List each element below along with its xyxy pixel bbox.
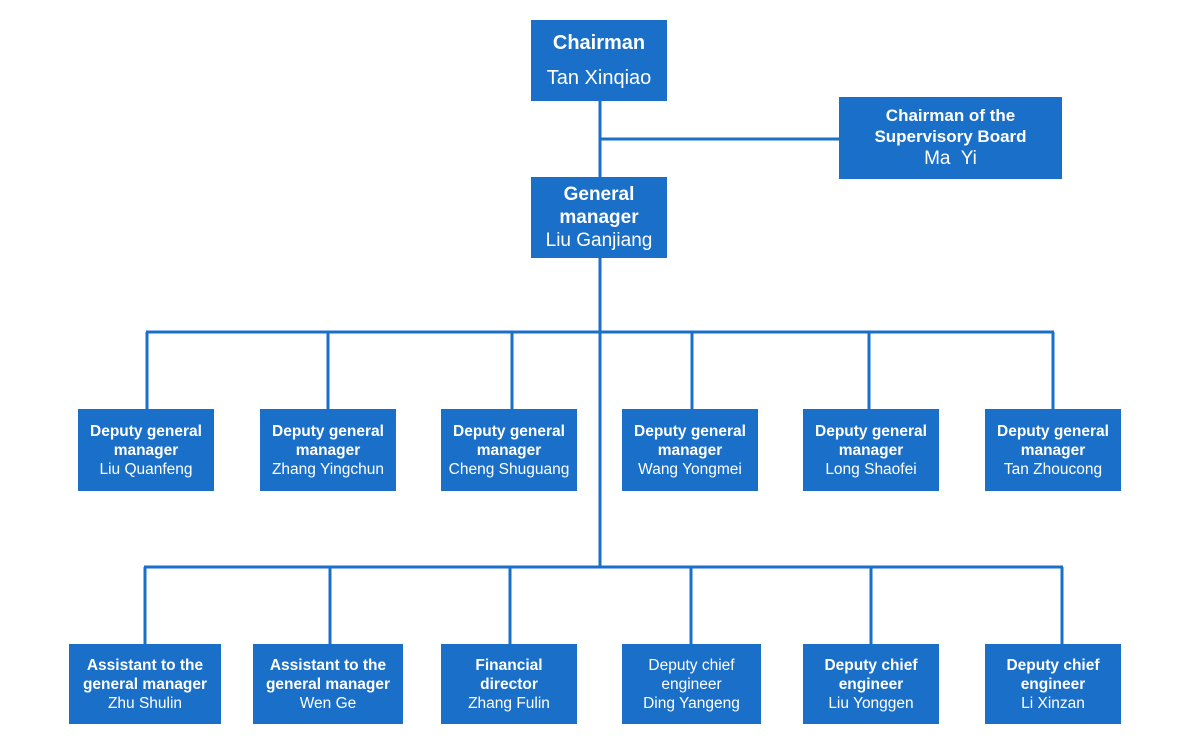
deputy-chief-engineer-name: Liu Yonggen [828,694,914,712]
deputy-name: Long Shaofei [825,460,917,478]
deputy-role: Deputy general manager [997,422,1109,459]
assistant-box: Assistant to the general manager Wen Ge [253,644,403,724]
chairman-box: Chairman Tan Xinqiao [531,20,667,101]
deputy-chief-engineer-name: Ding Yangeng [643,694,740,712]
deputy-box: Deputy general manager Zhang Yingchun [260,409,396,491]
assistant-box: Assistant to the general manager Zhu Shu… [69,644,221,724]
deputy-name: Zhang Yingchun [271,460,385,478]
deputy-chief-engineer-role: Deputy chief engineer [648,656,735,693]
deputy-name: Liu Quanfeng [99,460,193,478]
deputy-role: Deputy general manager [272,422,384,459]
deputy-role: Deputy general manager [815,422,927,459]
deputy-role: Deputy general manager [90,422,202,459]
chairman-role: Chairman [552,31,646,54]
financial-director-role: Financial director [475,656,543,693]
deputy-box: Deputy general manager Cheng Shuguang [441,409,577,491]
assistant-role: Assistant to the general manager [82,656,208,693]
assistant-name: Wen Ge [299,694,357,712]
general-manager-role: General manager [559,184,639,228]
chairman-name: Tan Xinqiao [546,66,652,89]
deputy-chief-engineer-role: Deputy chief engineer [1006,656,1100,693]
supervisory-name: Ma Yi [924,148,977,169]
deputy-role: Deputy general manager [634,422,746,459]
deputy-role: Deputy general manager [453,422,565,459]
supervisory-board-box: Chairman of the Supervisory Board Ma Yi [839,97,1062,179]
deputy-chief-engineer-box: Deputy chief engineer Li Xinzan [985,644,1121,724]
general-manager-name: Liu Ganjiang [545,230,653,251]
deputy-chief-engineer-role: Deputy chief engineer [824,656,918,693]
assistant-name: Zhu Shulin [107,694,183,712]
deputy-name: Wang Yongmei [638,460,742,478]
supervisory-role: Chairman of the Supervisory Board [874,106,1027,146]
deputy-box: Deputy general manager Liu Quanfeng [78,409,214,491]
deputy-chief-engineer-box: Deputy chief engineer Liu Yonggen [803,644,939,724]
assistant-role: Assistant to the general manager [265,656,391,693]
deputy-name: Tan Zhoucong [1003,460,1103,478]
financial-director-box: Financial director Zhang Fulin [441,644,577,724]
deputy-box: Deputy general manager Tan Zhoucong [985,409,1121,491]
financial-director-name: Zhang Fulin [468,694,550,712]
deputy-name: Cheng Shuguang [448,460,570,478]
deputy-chief-engineer-name: Li Xinzan [1021,694,1085,712]
deputy-box: Deputy general manager Long Shaofei [803,409,939,491]
deputy-box: Deputy general manager Wang Yongmei [622,409,758,491]
general-manager-box: General manager Liu Ganjiang [531,177,667,258]
deputy-chief-engineer-box: Deputy chief engineer Ding Yangeng [622,644,761,724]
